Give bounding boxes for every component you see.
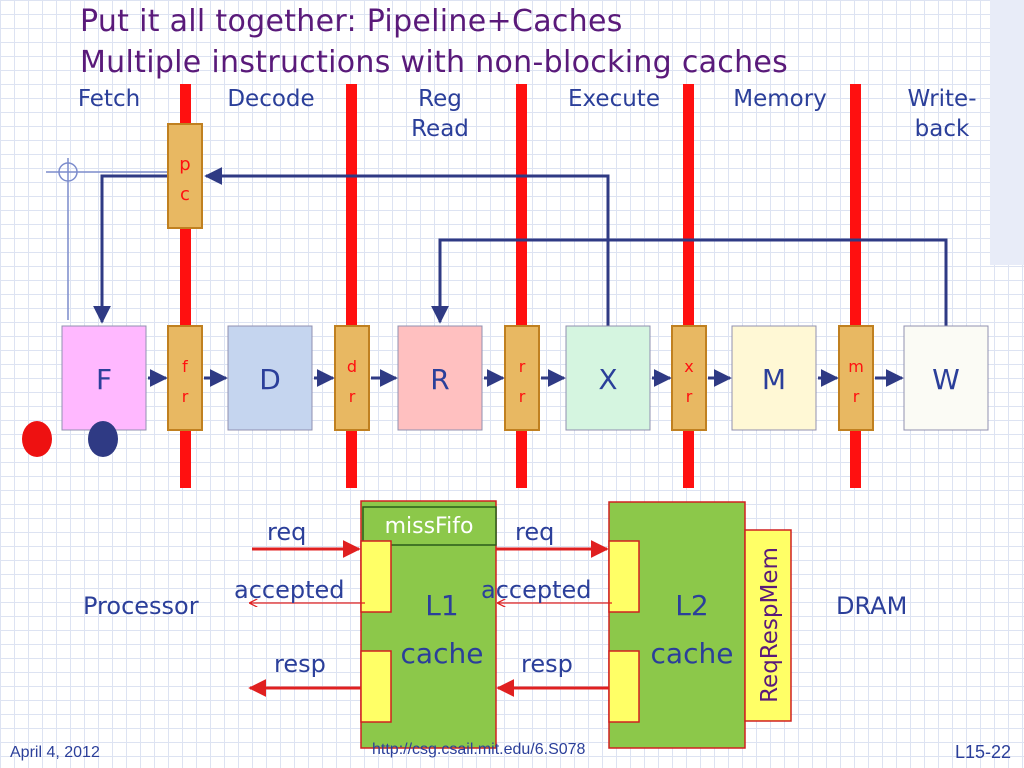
l2-resp-port [608,650,640,723]
register-fr-top: f [182,357,188,376]
corner-decoration [990,0,1024,265]
register-rr-top: r [519,357,526,376]
stage-block-F: F [61,325,147,431]
stage-label-decode: Decode [227,86,315,112]
register-xr-bottom: r [686,387,693,406]
reqrespmem-box [744,529,792,722]
left-req-label: req [267,518,307,546]
stage-label-regread: Reg Read [411,86,469,142]
stage-block-F-text: F [96,363,112,396]
slide-title-line2: Multiple instructions with non-blocking … [80,45,789,80]
stage-block-W: W [903,325,989,431]
stage-dividers [180,84,861,488]
missfifo-label: missFifo [385,514,474,539]
stage-block-R-text: R [430,363,449,396]
stage-block-X-text: X [598,363,617,396]
stage-block-M: M [731,325,817,431]
divider-regread-execute [516,84,527,488]
register-fr-bottom: r [182,387,189,406]
divider-execute-memory [683,84,694,488]
stage-label-memory: Memory [733,86,827,112]
footer-date: April 4, 2012 [10,744,100,761]
divider-memory-writeback [850,84,861,488]
l2-cache-label-line2: cache [651,637,734,670]
l1-cache-label-line1: L1 [425,589,458,622]
slide-title-line1: Put it all together: Pipeline+Caches [80,4,623,39]
stage-label-writeback: Write- back [907,86,977,142]
processor-label: Processor [83,592,199,620]
pipeline-register-fr: f r [167,325,203,431]
register-dr-bottom: r [349,387,356,406]
register-mr-top: m [848,357,864,376]
l1-req-port [360,540,392,613]
l2-req-port [608,540,640,613]
pipeline-register-xr: x r [671,325,707,431]
stage-block-X: X [565,325,651,431]
l1-cache-label-line2: cache [401,637,484,670]
red-circle-icon [22,421,52,457]
stage-label-fetch: Fetch [77,86,141,112]
pipeline-register-dr: d r [334,325,370,431]
stage-block-M-text: M [762,363,786,396]
pc-to-fetch-arrow [93,174,168,324]
branch-redirect-arrow [204,167,610,326]
divider-decode-regread [346,84,357,488]
pipeline-register-mr: m r [838,325,874,431]
footer-url[interactable]: http://csg.csail.mit.edu/6.S078 [372,741,586,758]
crosshair-icon [46,158,178,320]
register-xr-top: x [684,357,693,376]
stage-label-execute: Execute [568,86,660,112]
right-req-label: req [515,518,555,546]
register-mr-bottom: r [853,387,860,406]
footer-page-number: L15-22 [955,742,1012,762]
reqrespmem-label: ReqRespMem [757,547,783,703]
right-accepted-label: accepted [481,576,592,604]
l1-resp-port [360,650,392,723]
stage-block-D: D [227,325,313,431]
stage-block-R: R [397,325,483,431]
divider-fetch-decode [180,84,191,488]
writeback-to-regread-arrow [431,238,948,326]
dram-label: DRAM [836,592,908,620]
register-dr-top: d [347,357,357,376]
l2-cache-label-line1: L2 [675,589,708,622]
stage-block-D-text: D [259,363,281,396]
pipeline-register-rr: r r [504,325,540,431]
left-resp-label: resp [274,650,326,678]
left-accepted-label: accepted [234,576,345,604]
blue-circle-icon [88,421,118,457]
register-rr-bottom: r [519,387,526,406]
missfifo-box [362,506,497,546]
pc-register-top-text: p [179,154,190,175]
stage-block-W-text: W [932,363,960,396]
pc-register-bottom-text: c [180,184,190,205]
right-resp-label: resp [521,650,573,678]
pc-register: p c [167,123,203,229]
